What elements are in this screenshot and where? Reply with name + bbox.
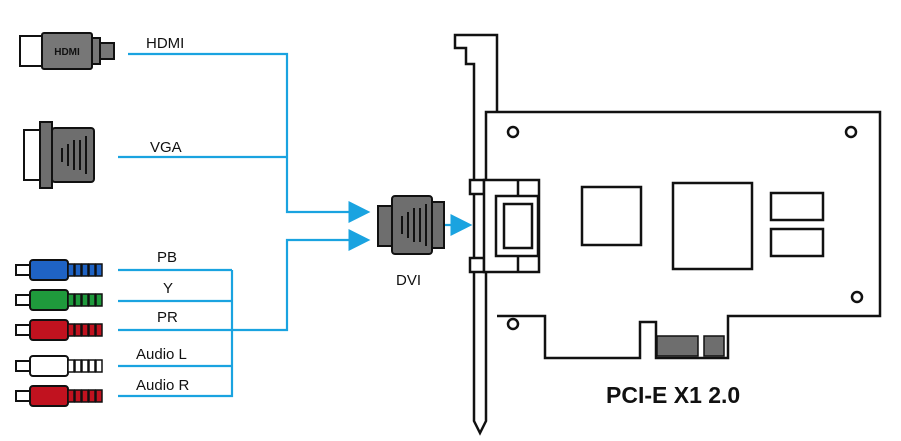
vga-label: VGA — [150, 139, 182, 156]
vga-connector-icon — [23, 121, 95, 189]
rca-plug-audio-l-icon — [15, 355, 103, 377]
hdmi-connector-icon: HDMI — [19, 32, 115, 70]
y-label: Y — [163, 280, 173, 297]
dvi-label: DVI — [396, 272, 421, 289]
dvi-connector-icon — [377, 195, 445, 255]
wires — [118, 52, 473, 398]
rca-plugs — [15, 259, 103, 407]
audio-l-label: Audio L — [136, 346, 187, 363]
pb-label: PB — [157, 249, 177, 266]
rca-plug-y-icon — [15, 289, 103, 311]
rca-plug-audio-r-icon — [15, 385, 103, 407]
pr-label: PR — [157, 309, 178, 326]
audio-r-label: Audio R — [136, 377, 190, 394]
audio-r-wire — [118, 270, 234, 398]
hdmi-logo: HDMI — [54, 47, 80, 58]
card-title: PCI-E X1 2.0 — [606, 382, 740, 408]
rca-plug-pr-icon — [15, 319, 103, 341]
hdmi-label: HDMI — [146, 35, 184, 52]
rca-plug-pb-icon — [15, 259, 103, 281]
pcie-card-icon — [453, 33, 882, 436]
pr-wire — [118, 229, 371, 332]
hdmi-wire — [128, 52, 371, 223]
